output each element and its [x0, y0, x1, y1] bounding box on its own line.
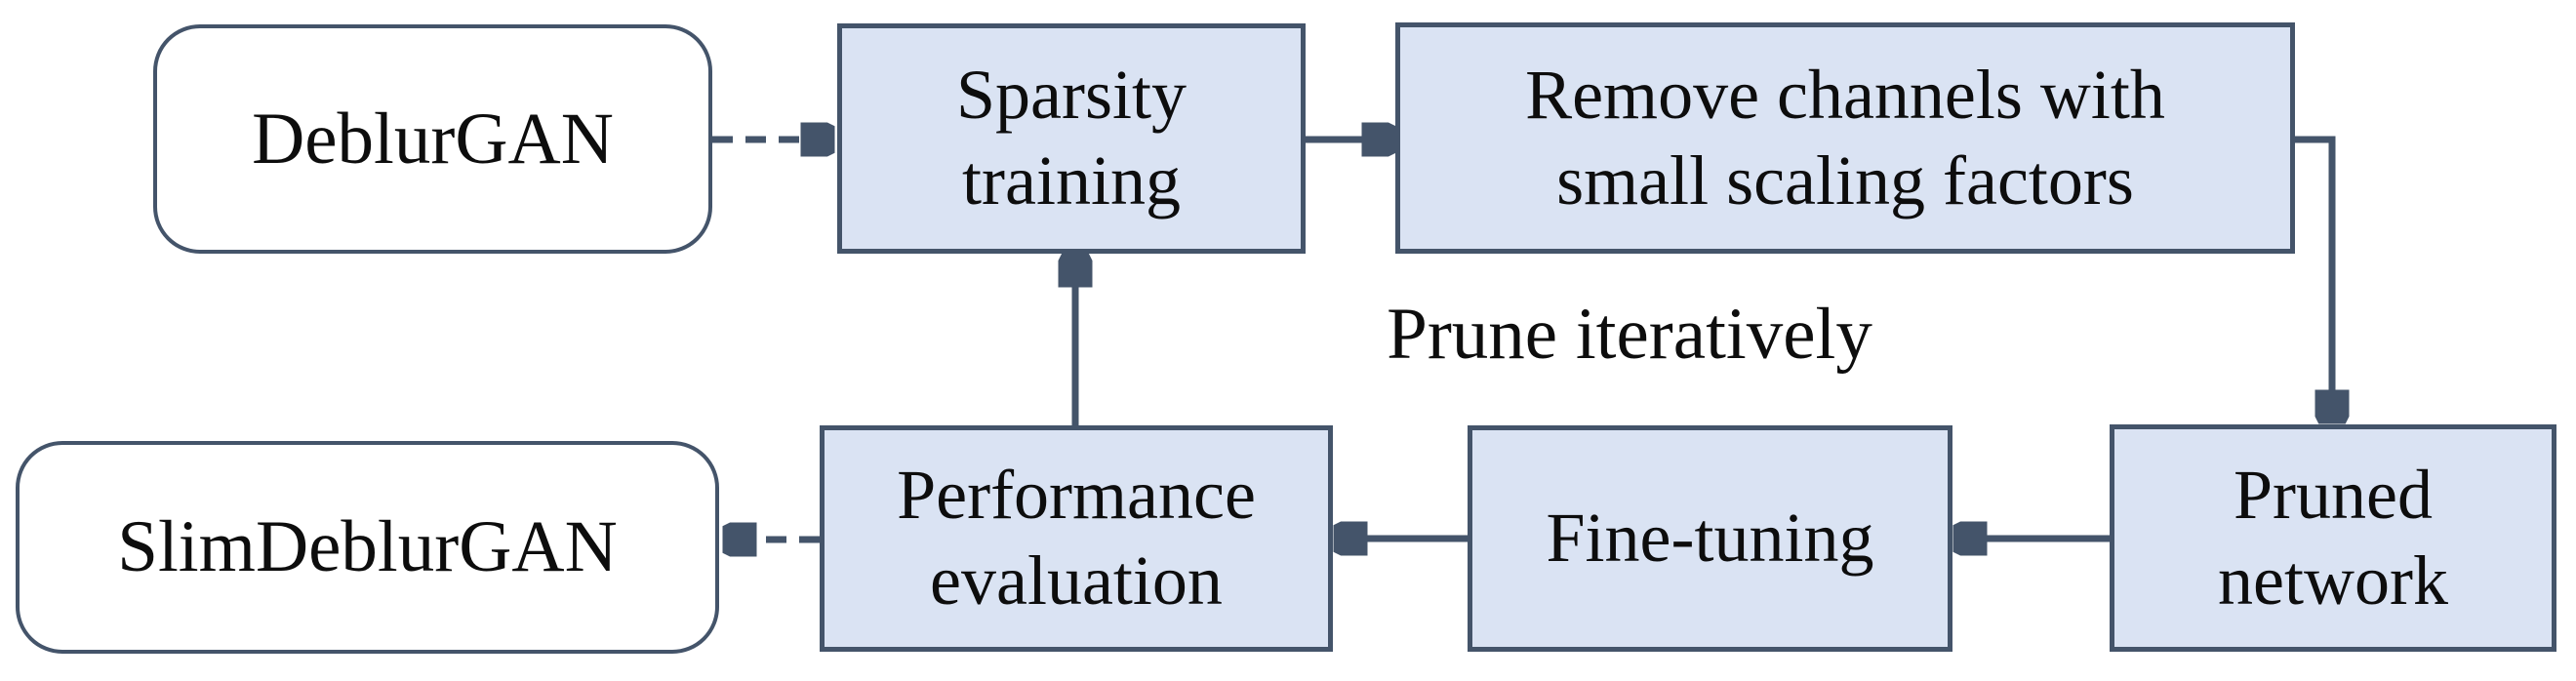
node-slimdeblurgan: SlimDeblurGAN [16, 441, 719, 654]
node-fine-tuning: Fine-tuning [1468, 425, 1952, 652]
edge-remove-to-pruned [2295, 136, 2332, 414]
node-performance-evaluation: Performance evaluation [820, 425, 1333, 652]
node-pruned-network: Pruned network [2110, 424, 2556, 652]
annotation-prune-iteratively: Prune iteratively [1387, 294, 1872, 375]
node-remove-channels: Remove channels with small scaling facto… [1395, 22, 2295, 254]
node-sparsity-training: Sparsity training [837, 23, 1306, 254]
node-deblurgan: DeblurGAN [153, 24, 712, 254]
